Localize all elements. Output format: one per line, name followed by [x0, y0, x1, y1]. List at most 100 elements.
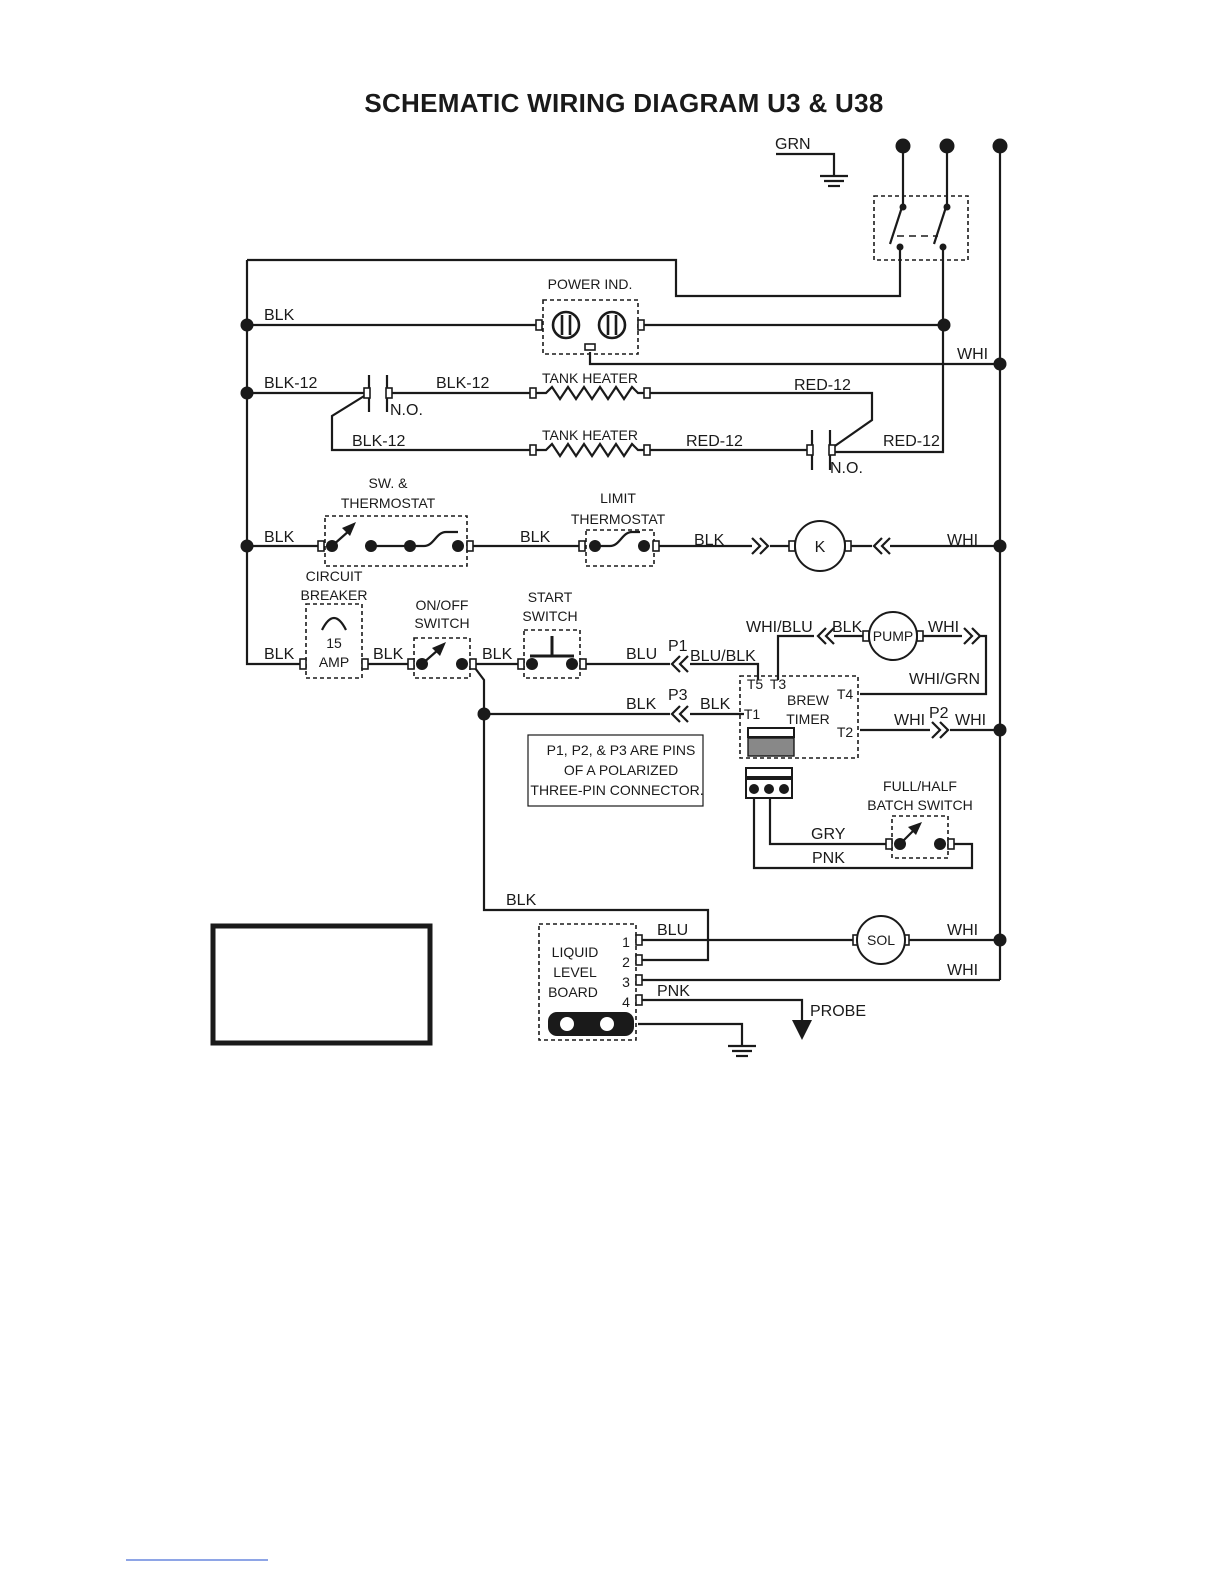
- wire-blk-sw-b: BLK: [520, 529, 551, 546]
- wire-blk-cb-b: BLK: [373, 646, 404, 663]
- wire-whi-t2: WHI: [894, 712, 925, 729]
- label-t1: T1: [744, 706, 761, 722]
- wire-blu-start: BLU: [626, 646, 657, 663]
- ground-symbol-top: [820, 174, 848, 188]
- pump: [862, 611, 924, 661]
- p2-chevrons: [931, 721, 950, 739]
- wires: [245, 146, 1002, 1046]
- start-switch[interactable]: [517, 629, 587, 679]
- wire-red12-c: RED-12: [883, 433, 940, 450]
- wire-blk-cb-a: BLK: [264, 646, 295, 663]
- label-start-1: START: [528, 589, 573, 605]
- wire-gry: GRY: [811, 826, 846, 843]
- note-line-3: THREE-PIN CONNECTOR.: [530, 782, 703, 798]
- note-line-2: OF A POLARIZED: [564, 762, 678, 778]
- wire-blk-pump: BLK: [832, 619, 863, 636]
- solenoid: [852, 915, 910, 965]
- wire-whi-grn: WHI/GRN: [909, 671, 980, 688]
- wire-whi-t2-b: WHI: [955, 712, 986, 729]
- label-t5: T5: [747, 676, 764, 692]
- label-circuit-1: CIRCUIT: [306, 568, 363, 584]
- limit-thermostat: [578, 529, 660, 567]
- wire-whi-sol: WHI: [947, 922, 978, 939]
- p3-chevrons: [670, 705, 689, 723]
- label-pin-4: 4: [622, 994, 630, 1010]
- wire-blk-p3-a: BLK: [626, 696, 657, 713]
- wire-probe: PROBE: [810, 1003, 866, 1020]
- wire-blu-blk: BLU/BLK: [690, 648, 756, 665]
- wire-p2: P2: [929, 705, 949, 722]
- wire-blk-cb-c: BLK: [482, 646, 513, 663]
- wire-whi-pump: WHI: [928, 619, 959, 636]
- label-tank-heater-bottom: TANK HEATER: [542, 427, 638, 443]
- wire-blu-sol: BLU: [657, 922, 688, 939]
- tank-heater-top: [529, 385, 651, 401]
- wire-blk-power: BLK: [264, 307, 295, 324]
- label-brew-2: TIMER: [786, 711, 830, 727]
- label-limit-2: THERMOSTAT: [571, 511, 666, 527]
- wire-p1: P1: [668, 638, 688, 655]
- label-t2: T2: [837, 724, 854, 740]
- switch-thermostat: [317, 515, 474, 567]
- label-amp-1: 15: [326, 635, 342, 651]
- label-sw-thermostat-1: SW. &: [369, 475, 409, 491]
- wire-red12-b: RED-12: [686, 433, 743, 450]
- label-sw-thermostat-2: THERMOSTAT: [341, 495, 436, 511]
- label-pin-3: 3: [622, 974, 630, 990]
- label-sol: SOL: [867, 932, 895, 948]
- wire-blk12-a: BLK-12: [264, 375, 317, 392]
- label-k: K: [815, 539, 826, 556]
- pump-chevrons: [816, 627, 982, 645]
- wire-blk12-c: BLK-12: [352, 433, 405, 450]
- label-liquid-1: LIQUID: [552, 944, 599, 960]
- wire-whi-k: WHI: [947, 532, 978, 549]
- label-pin-1: 1: [622, 934, 630, 950]
- k-connector-chevrons: [751, 537, 891, 555]
- wire-whi-blu: WHI/BLU: [746, 619, 813, 636]
- label-pump: PUMP: [873, 628, 913, 644]
- label-power-ind: POWER IND.: [548, 276, 633, 292]
- circuit-breaker: [299, 603, 369, 679]
- wire-pnk-probe: PNK: [657, 983, 690, 1000]
- wire-red12-a: RED-12: [794, 377, 851, 394]
- tank-heater-bottom: [529, 442, 651, 458]
- brew-timer: [739, 675, 859, 759]
- blank-frame: [210, 923, 433, 1046]
- wire-blk-lower: BLK: [506, 892, 537, 909]
- wire-no-a: N.O.: [390, 402, 423, 419]
- k-coil: [788, 520, 852, 572]
- label-pin-2: 2: [622, 954, 630, 970]
- label-limit-1: LIMIT: [600, 490, 636, 506]
- wire-whi-power: WHI: [957, 346, 988, 363]
- wire-blk-sw-a: BLK: [264, 529, 295, 546]
- label-liquid-3: BOARD: [548, 984, 598, 1000]
- wire-p3: P3: [668, 687, 688, 704]
- wire-whi-board: WHI: [947, 962, 978, 979]
- label-amp-2: AMP: [319, 654, 349, 670]
- relay-contact-a: [363, 375, 393, 412]
- junction-dots: [240, 138, 1008, 947]
- label-liquid-2: LEVEL: [553, 964, 597, 980]
- liquid-level-board: [538, 923, 643, 1041]
- batch-switch[interactable]: [885, 815, 955, 859]
- wire-pnk-batch: PNK: [812, 850, 845, 867]
- label-batch-1: FULL/HALF: [883, 778, 957, 794]
- power-indicator: [535, 299, 645, 355]
- connector-note: P1, P2, & P3 ARE PINS OF A POLARIZED THR…: [527, 734, 704, 807]
- label-start-2: SWITCH: [522, 608, 577, 624]
- component-labels: POWER IND. TANK HEATER TANK HEATER SW. &…: [301, 276, 973, 1010]
- diagram-title: SCHEMATIC WIRING DIAGRAM U3 & U38: [364, 88, 883, 118]
- p1-chevrons: [670, 655, 689, 673]
- label-tank-heater-top: TANK HEATER: [542, 370, 638, 386]
- label-t4: T4: [837, 686, 854, 702]
- wire-blk-sw-c: BLK: [694, 532, 725, 549]
- label-t3: T3: [770, 676, 787, 692]
- ground-symbol-bottom: [728, 1044, 756, 1058]
- main-switch: [873, 195, 969, 261]
- wire-no-b: N.O.: [830, 460, 863, 477]
- label-onoff-1: ON/OFF: [416, 597, 469, 613]
- probe-symbol: [792, 1020, 812, 1040]
- label-batch-2: BATCH SWITCH: [867, 797, 973, 813]
- on-off-switch[interactable]: [407, 637, 477, 679]
